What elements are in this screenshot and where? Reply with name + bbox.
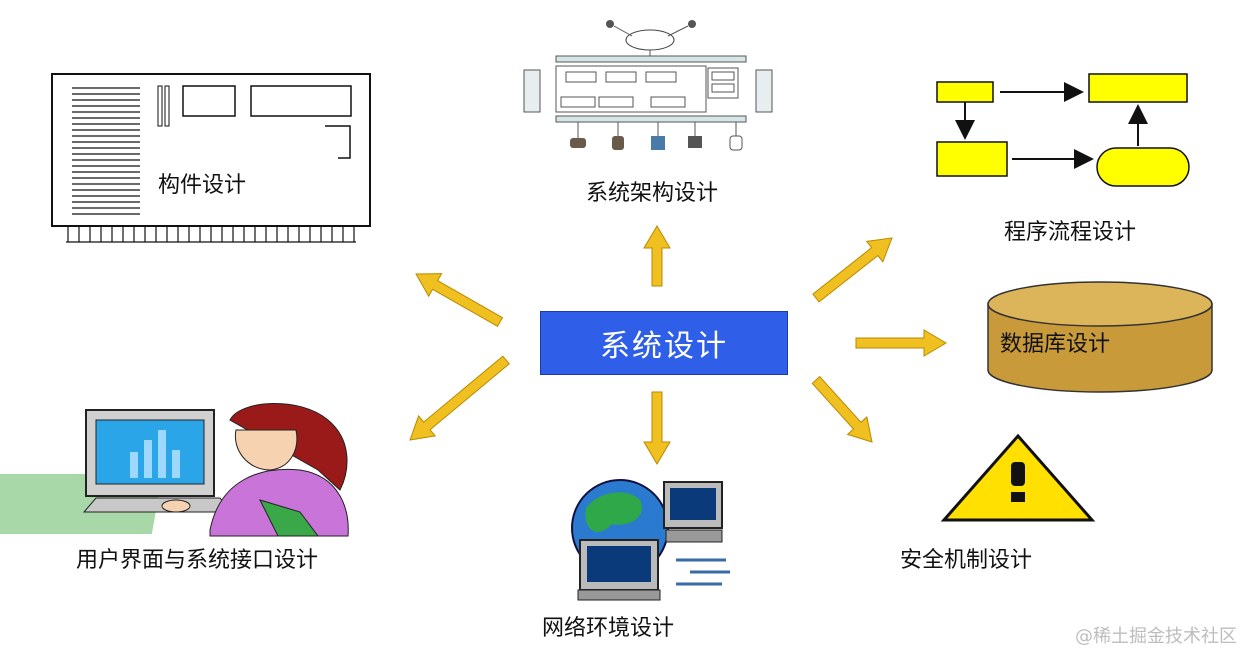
component-design-label: 构件设计 [158, 173, 247, 198]
network-design-label: 网络环境设计 [542, 616, 675, 641]
database-design-label: 数据库设计 [1000, 332, 1111, 357]
arrow-to-security [811, 375, 873, 443]
center-label: 系统设计 [600, 329, 728, 364]
network-illustration [571, 479, 730, 601]
board-pins [66, 226, 356, 243]
flow-design-label: 程序流程设计 [1004, 220, 1137, 245]
arrow-to-component [415, 273, 504, 327]
arrow-to-ui [409, 355, 510, 441]
ui-interface-design-label: 用户界面与系统接口设计 [76, 548, 319, 573]
arrow-to-database [855, 329, 947, 357]
arrow-to-architecture [643, 225, 671, 287]
system-design-center-box: 系统设计 [540, 311, 788, 375]
database-cylinder-illustration [987, 281, 1213, 393]
component-board-illustration [51, 73, 371, 243]
watermark: @稀土掘金技术社区 [1075, 626, 1237, 647]
arrow-layer [409, 225, 947, 465]
architecture-design-label: 系统架构设计 [586, 181, 719, 206]
arrow-to-network [643, 391, 671, 465]
warning-triangle-illustration [940, 433, 1096, 522]
security-design-label: 安全机制设计 [900, 548, 1033, 573]
arrow-to-flow [812, 237, 893, 303]
user-computer-illustration [0, 403, 349, 537]
board-stripes [72, 87, 140, 215]
architecture-illustration [523, 20, 773, 151]
flowchart-illustration [936, 73, 1190, 187]
